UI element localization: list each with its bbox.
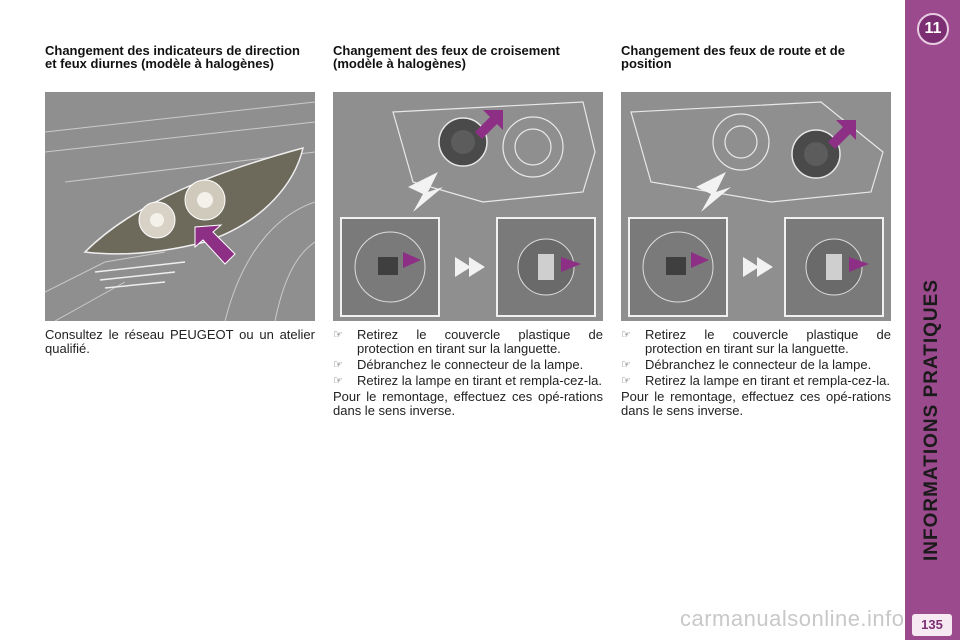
remount-note: Pour le remontage, effectuez ces opé-rat… bbox=[621, 389, 891, 418]
watermark: carmanualsonline.info bbox=[680, 606, 905, 631]
chapter-number-badge: 11 bbox=[917, 13, 949, 45]
pointing-hand-icon: ☞ bbox=[621, 329, 631, 341]
section-text: Consultez le réseau PEUGEOT ou un atelie… bbox=[45, 327, 315, 356]
steps-list: ☞Retirez le couvercle plastique de prote… bbox=[621, 328, 891, 388]
low-beam-figure bbox=[333, 92, 603, 321]
section-heading: Changement des feux de croisement (modèl… bbox=[333, 43, 560, 71]
section-body: ☞Retirez le couvercle plastique de prote… bbox=[333, 328, 603, 418]
remount-note: Pour le remontage, effectuez ces opé-rat… bbox=[333, 389, 603, 418]
list-item: ☞Débranchez le connecteur de la lampe. bbox=[333, 357, 584, 372]
chapter-title: INFORMATIONS PRATIQUES bbox=[921, 278, 942, 562]
list-item: ☞Débranchez le connecteur de la lampe. bbox=[621, 357, 872, 372]
double-chevron-icon bbox=[455, 257, 485, 277]
list-item: ☞Retirez la lampe en tirant et rempla-ce… bbox=[621, 373, 890, 388]
list-item: ☞Retirez la lampe en tirant et rempla-ce… bbox=[333, 373, 602, 388]
steps-list: ☞Retirez le couvercle plastique de prote… bbox=[333, 328, 603, 388]
pointing-hand-icon: ☞ bbox=[333, 375, 343, 387]
pointing-hand-icon: ☞ bbox=[621, 359, 631, 371]
pointing-hand-icon: ☞ bbox=[333, 329, 343, 341]
section-turn-signals: Changement des indicateurs de direction … bbox=[45, 43, 315, 356]
section-heading: Changement des indicateurs de direction … bbox=[45, 43, 300, 71]
section-low-beam: Changement des feux de croisement (modèl… bbox=[333, 43, 603, 418]
section-high-beam: Changement des feux de route et de posit… bbox=[621, 43, 891, 418]
list-item: ☞Retirez le couvercle plastique de prote… bbox=[333, 327, 603, 356]
pointing-hand-icon: ☞ bbox=[621, 375, 631, 387]
list-item: ☞Retirez le couvercle plastique de prote… bbox=[621, 327, 891, 356]
page-number: 135 bbox=[912, 614, 952, 636]
headlamp-figure bbox=[45, 92, 315, 321]
pointing-hand-icon: ☞ bbox=[333, 359, 343, 371]
section-heading: Changement des feux de route et de posit… bbox=[621, 43, 845, 71]
double-chevron-icon bbox=[743, 257, 773, 277]
chapter-sidebar bbox=[905, 0, 960, 640]
high-beam-figure bbox=[621, 92, 891, 321]
section-body: ☞Retirez le couvercle plastique de prote… bbox=[621, 328, 891, 418]
